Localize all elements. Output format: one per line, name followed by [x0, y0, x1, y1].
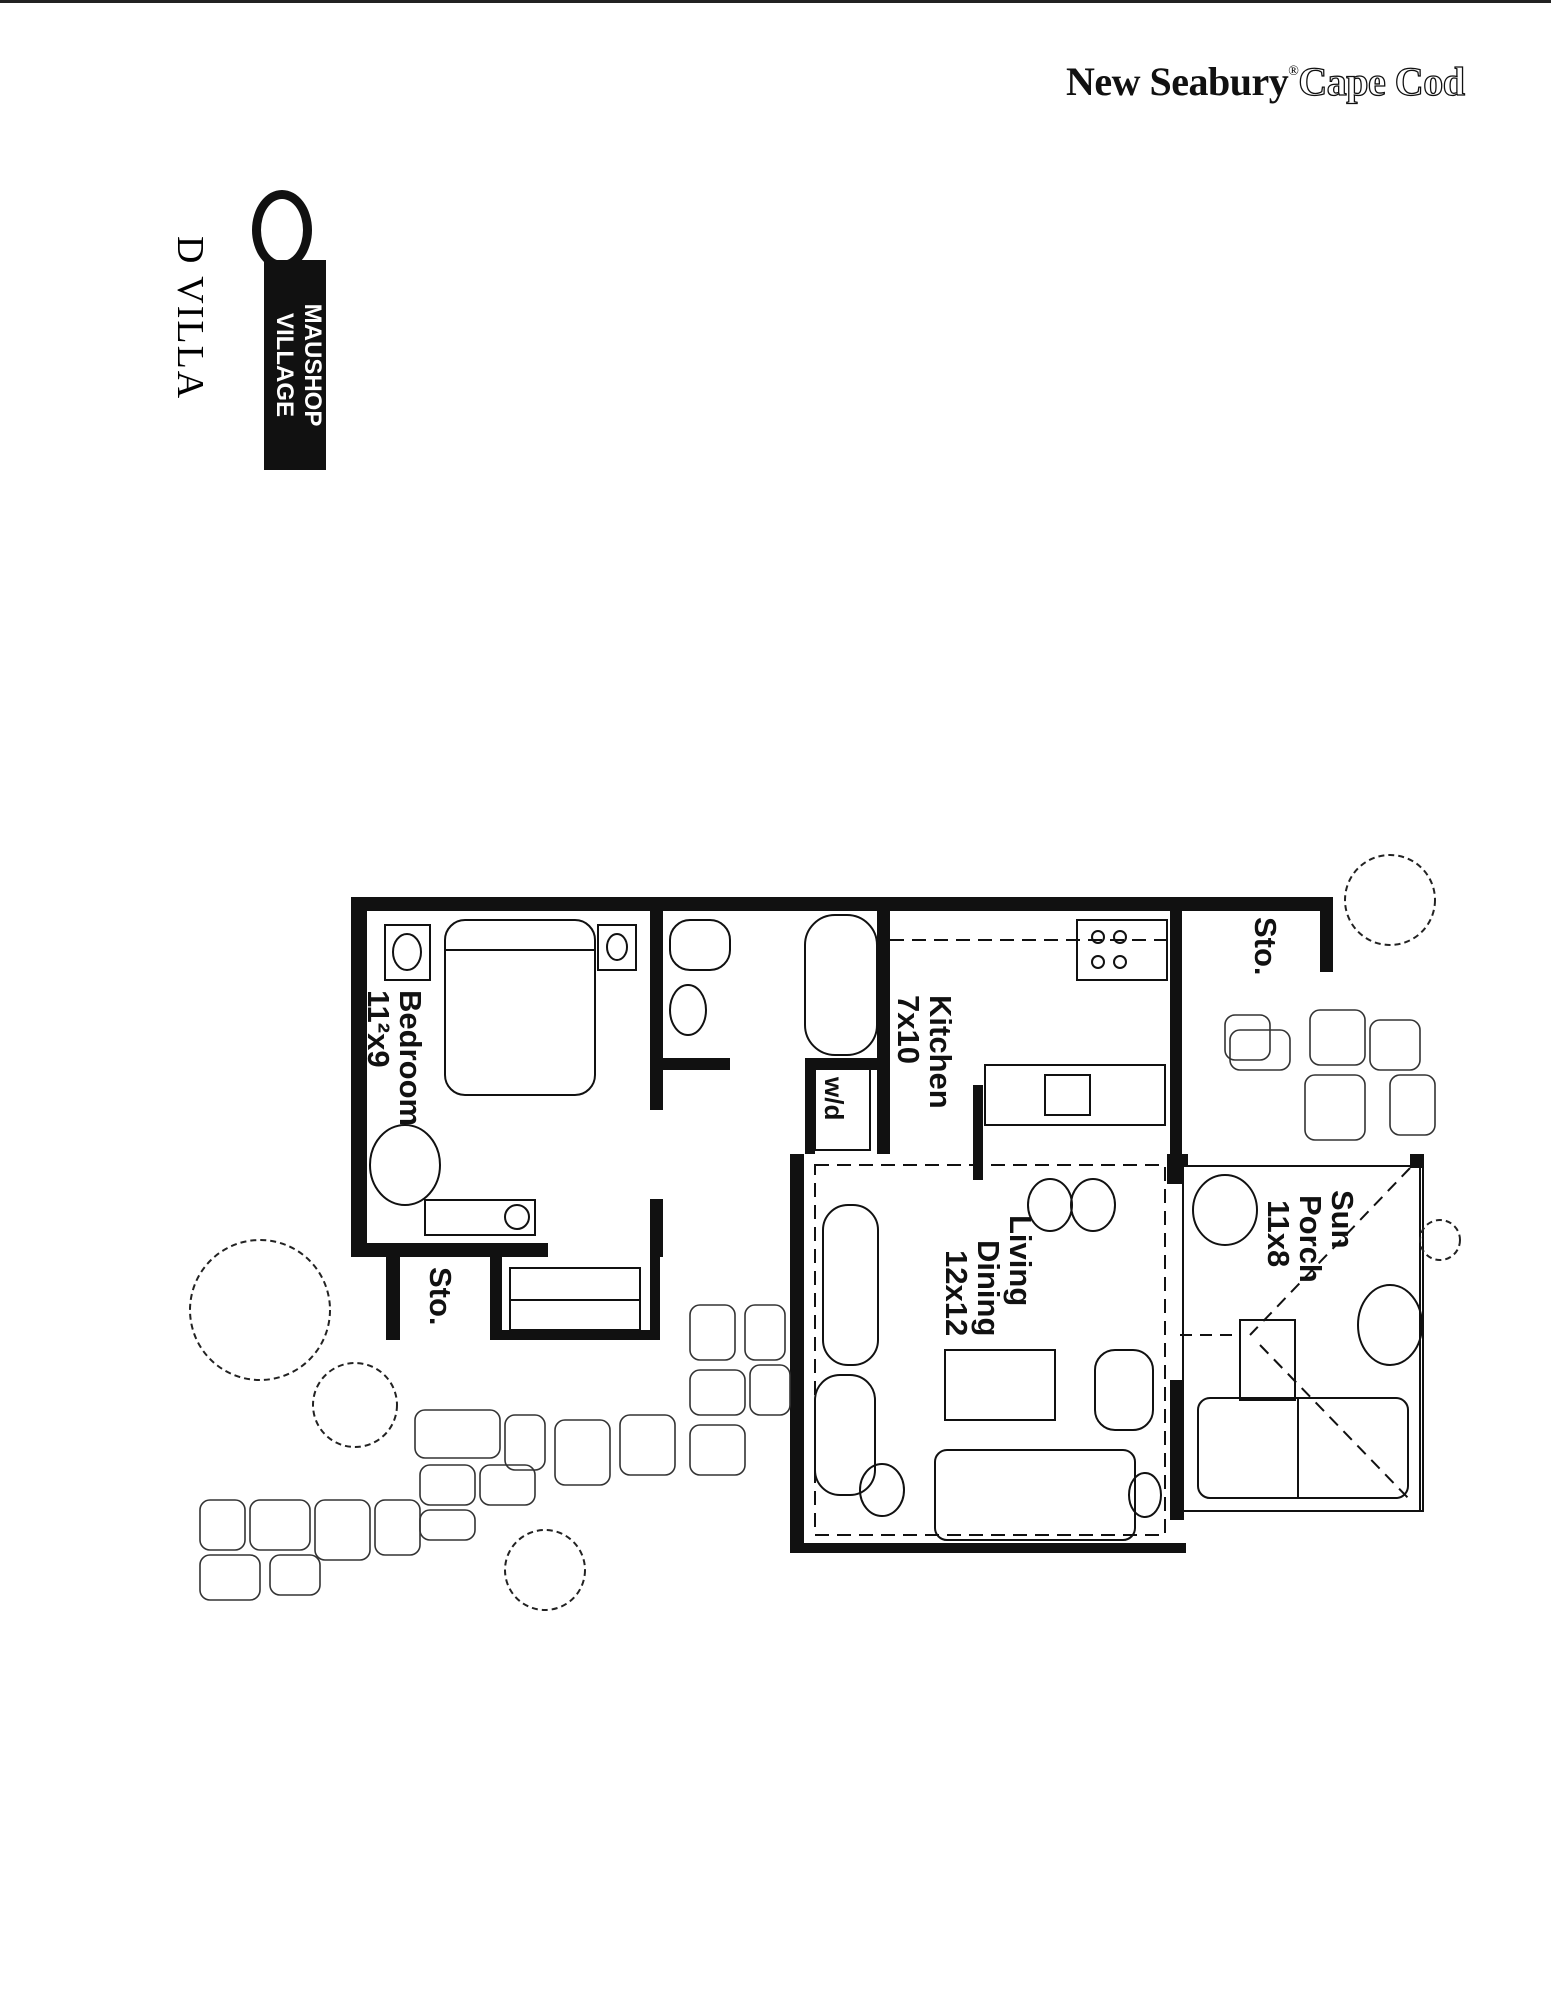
dining-label: Dining — [971, 1240, 1006, 1336]
brand-primary: New Seabury — [1066, 59, 1289, 104]
kitchen-size: 7x10 — [891, 995, 926, 1064]
trees — [189, 854, 1461, 1611]
brand-logo: New Seabury®Cape Cod — [1066, 58, 1466, 105]
kitchen-label: Kitchen — [923, 995, 958, 1109]
bedroom-label: Bedroom — [393, 990, 428, 1126]
top-rule — [0, 0, 1551, 3]
living-dining-size: 12x12 — [939, 1250, 974, 1336]
porch-label: Porch — [1293, 1195, 1328, 1283]
room-labels: Bedroom 11²x9 Kitchen 7x10 Living Dining… — [361, 917, 1360, 1336]
bedroom-size: 11²x9 — [361, 990, 396, 1068]
fixtures-and-furniture — [369, 914, 1424, 1541]
stepping-stones — [199, 1009, 1436, 1601]
washer-dryer-label: w/d — [819, 1076, 849, 1120]
registered-mark: ® — [1288, 64, 1299, 79]
living-label: Living — [1003, 1215, 1038, 1306]
sun-porch-size: 11x8 — [1261, 1200, 1296, 1267]
storage-label-bottom: Sto. — [423, 1267, 458, 1326]
logo-plate — [264, 260, 326, 470]
sun-label: Sun — [1325, 1190, 1360, 1249]
brand-secondary: Cape Cod — [1298, 58, 1466, 104]
storage-label-top: Sto. — [1248, 917, 1283, 976]
